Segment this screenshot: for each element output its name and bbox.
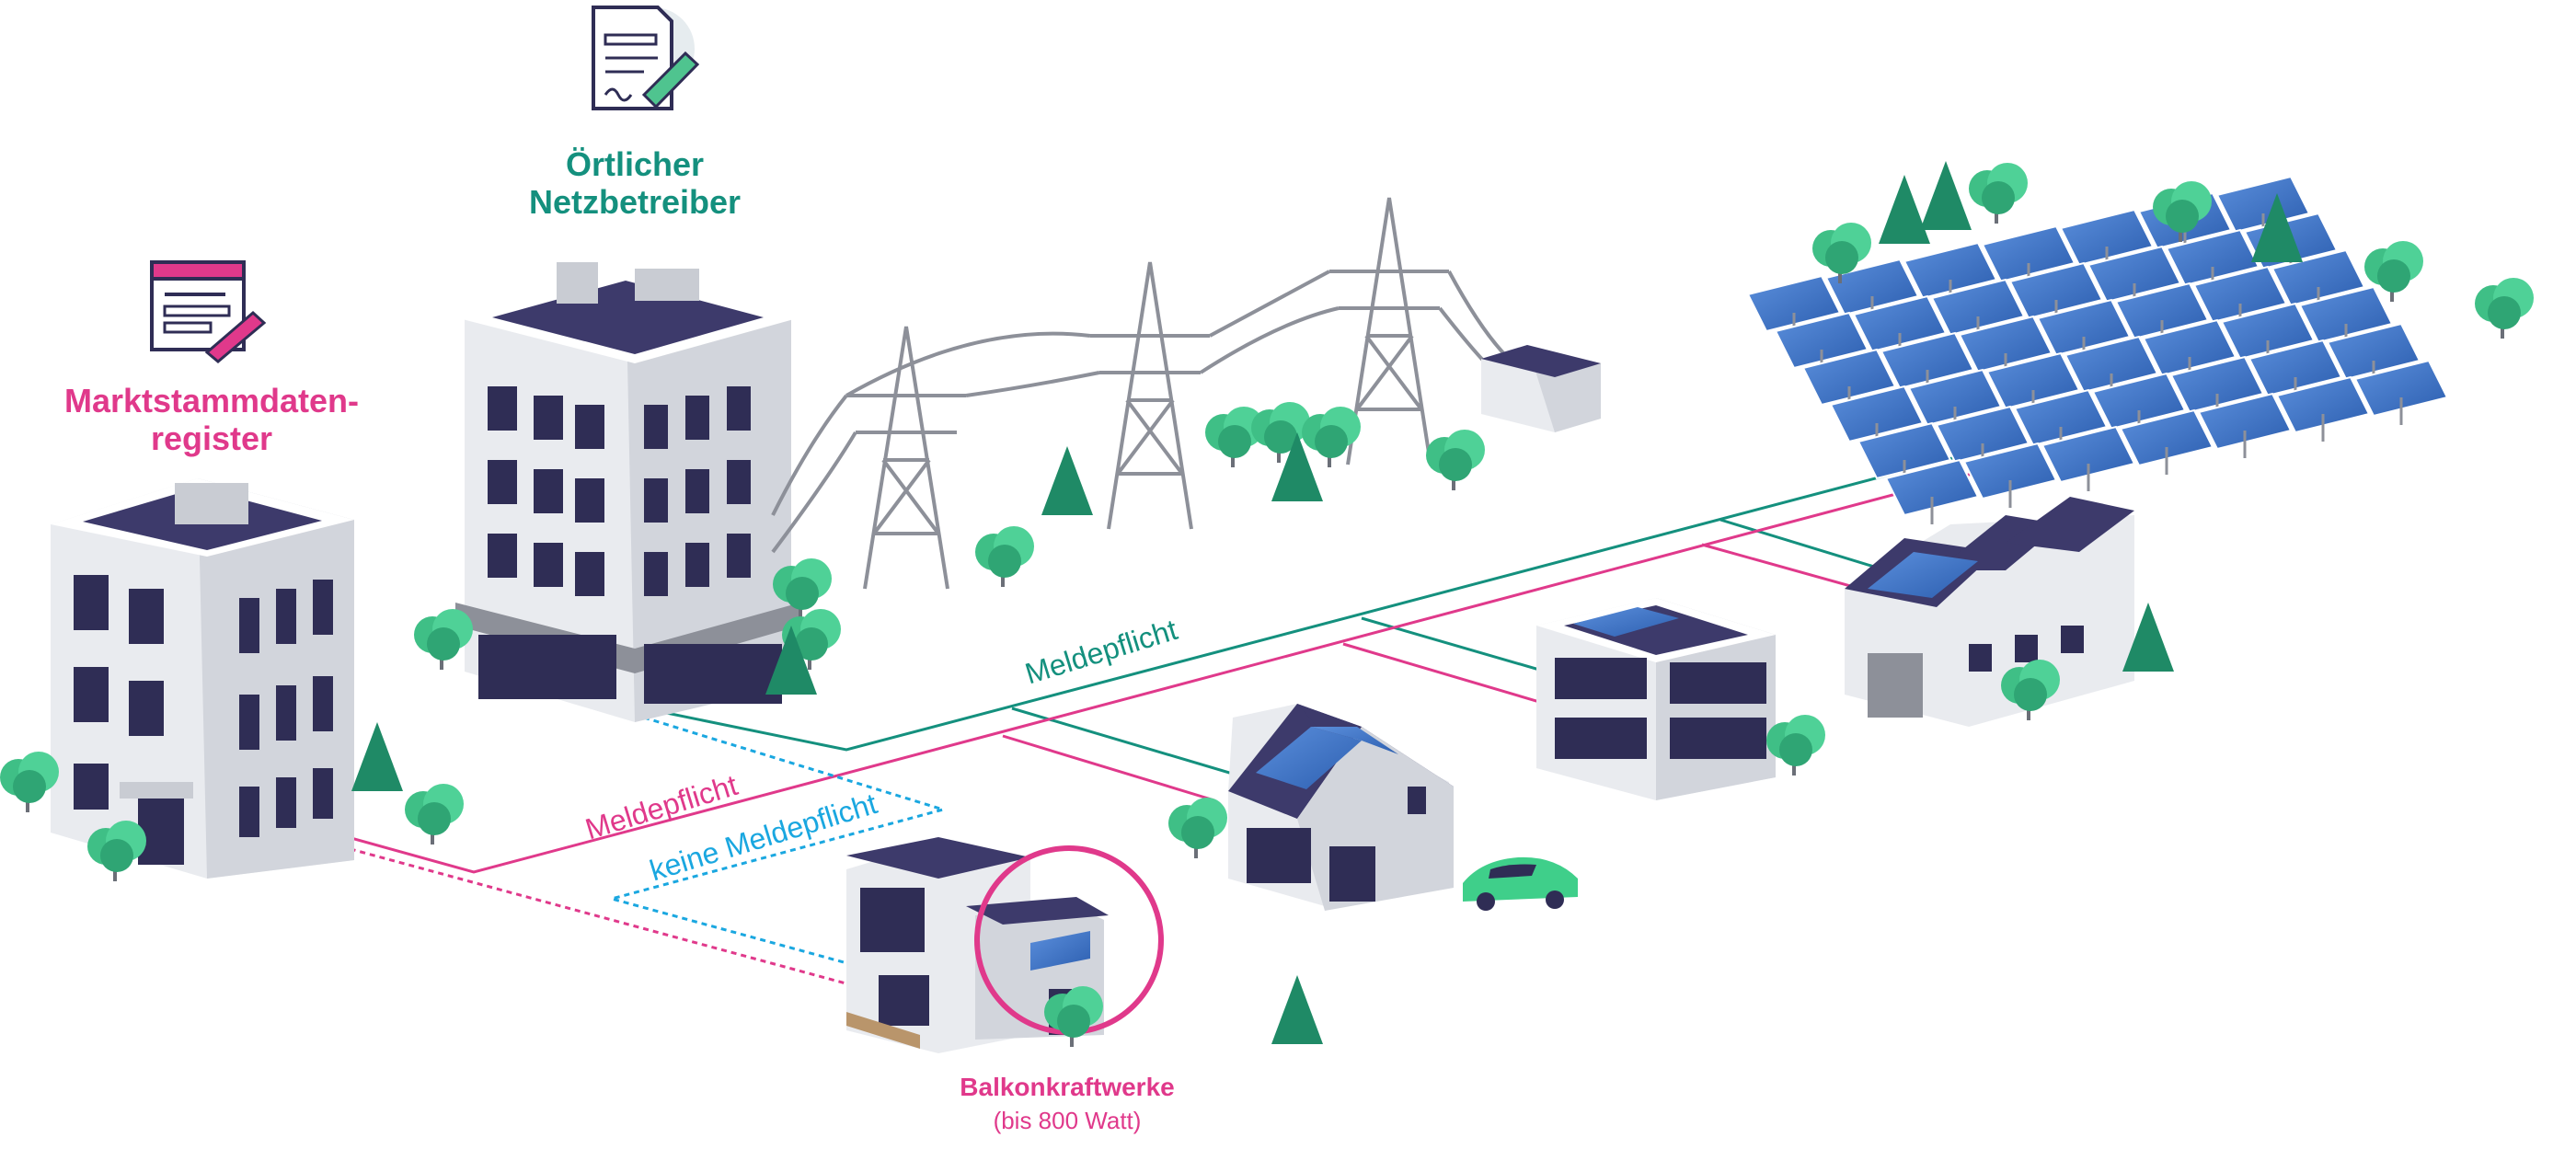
round-tree	[2001, 660, 2060, 720]
solar-panel	[2271, 248, 2366, 307]
solar-panel	[1746, 274, 1842, 333]
register-form-icon	[150, 260, 267, 363]
round-tree	[773, 558, 832, 619]
contract-document-icon	[592, 6, 700, 110]
round-tree	[405, 784, 464, 845]
solar-panel	[1801, 348, 1897, 407]
solar-panel	[2114, 282, 2210, 340]
teal-line-office	[1361, 616, 1547, 673]
solar-panel	[1903, 241, 1998, 300]
solar-panel	[2197, 392, 2293, 451]
house-with-solar	[1228, 704, 1454, 911]
teal-line-house	[1011, 707, 1261, 784]
solar-panel	[2248, 339, 2343, 397]
pink-line-factory	[1701, 543, 1878, 595]
label-marktstammdatenregister: Marktstammdaten- register	[63, 382, 360, 458]
solar-panel	[2059, 208, 2155, 267]
solar-panel	[1930, 278, 2026, 337]
solar-panel	[1774, 311, 1869, 370]
label-balkonkraftwerke: Balkonkraftwerke	[960, 1073, 1175, 1101]
solar-panel	[2091, 372, 2187, 431]
pine-tree	[765, 626, 817, 695]
round-tree	[1812, 223, 1871, 283]
round-tree	[87, 821, 146, 881]
round-tree	[1302, 407, 1361, 467]
round-tree	[1168, 798, 1227, 858]
pine-tree	[2122, 603, 2174, 672]
solar-panel	[1829, 385, 1925, 443]
solar-panel	[2013, 388, 2109, 447]
label-oertlicher-netzbetreiber: Örtlicher Netzbetreiber	[528, 145, 742, 222]
solar-panel	[1880, 331, 1975, 390]
solar-panel	[1824, 258, 1920, 316]
substation	[1481, 345, 1601, 432]
trees	[0, 161, 2534, 1047]
round-tree	[1044, 986, 1103, 1047]
solar-panel	[1958, 315, 2053, 373]
solar-panel	[2041, 425, 2136, 484]
round-tree	[0, 752, 59, 812]
solar-panel	[2220, 302, 2316, 361]
register-building	[51, 478, 354, 879]
pine-tree	[1879, 175, 1930, 244]
solar-panel	[1935, 405, 2030, 464]
pine-tree	[1920, 161, 1972, 230]
solar-panel	[2008, 261, 2104, 320]
netzbetreiber-building	[455, 262, 800, 722]
label-balkonkraftwerke-subtitle: (bis 800 Watt)	[993, 1107, 1142, 1134]
pink-line-house	[1002, 734, 1215, 802]
teal-line-factory	[1719, 518, 1887, 572]
solar-panel	[2087, 245, 2182, 304]
solar-panel	[2353, 359, 2449, 418]
round-tree	[1969, 163, 2028, 224]
solar-panel	[2119, 408, 2214, 467]
solar-panel	[1981, 224, 2076, 283]
solar-panel	[2169, 355, 2265, 414]
pink-line-office	[1342, 642, 1547, 706]
round-tree	[2364, 241, 2423, 302]
pink-line-dashed-balkon	[339, 845, 884, 995]
solar-panel	[2326, 322, 2421, 381]
pine-tree	[1271, 432, 1323, 501]
pine-tree	[1041, 446, 1093, 515]
solar-panel	[2298, 285, 2394, 344]
office-building	[1536, 598, 1776, 800]
factory	[1845, 497, 2134, 727]
solar-panel	[2142, 318, 2237, 377]
pine-tree	[1271, 975, 1323, 1044]
power-pylons	[771, 197, 1511, 590]
round-tree	[2475, 278, 2534, 339]
solar-panel	[1962, 442, 2058, 500]
solar-panel	[1884, 458, 1980, 517]
round-tree	[2153, 181, 2212, 242]
round-tree	[1426, 430, 1485, 490]
solar-panel	[1907, 368, 2003, 427]
solar-panel	[2036, 298, 2132, 357]
solar-panel	[2165, 228, 2260, 287]
pine-tree	[2251, 193, 2303, 262]
round-tree	[414, 609, 473, 670]
solar-panel	[2275, 375, 2371, 434]
solar-panel	[1852, 294, 1948, 353]
solar-panel	[2192, 265, 2288, 324]
solar-panel	[2064, 335, 2159, 394]
solar-panel	[1985, 351, 2081, 410]
connection-lines	[330, 440, 2025, 995]
teal-line-main	[643, 440, 2016, 752]
blue-line-dashed	[606, 716, 949, 972]
round-tree	[1766, 715, 1825, 776]
pink-line-main	[330, 458, 2025, 874]
solar-panel	[1857, 421, 1952, 480]
round-tree	[975, 526, 1034, 587]
solar-park	[1746, 175, 2449, 524]
electric-car	[1463, 856, 1578, 911]
round-tree	[1251, 402, 1310, 463]
pine-tree	[351, 722, 403, 791]
